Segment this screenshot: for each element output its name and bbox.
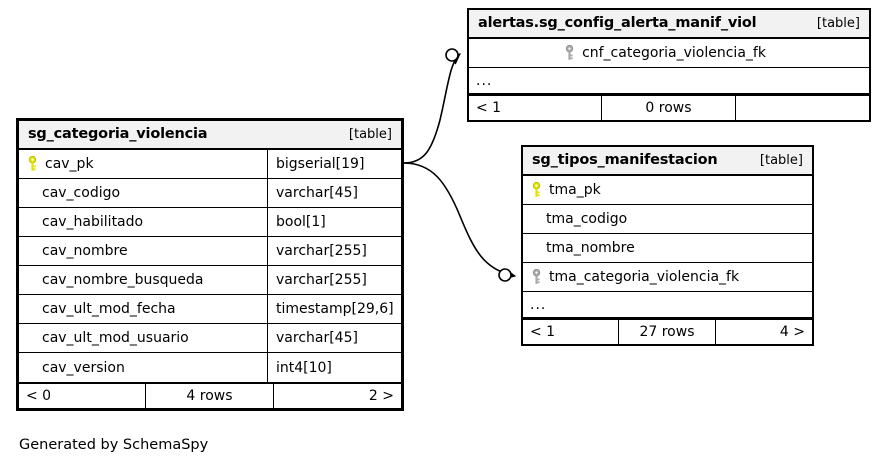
table-row[interactable]: tma_categoria_violencia_fk bbox=[523, 263, 812, 292]
table-title: alertas.sg_config_alerta_manif_viol bbox=[478, 15, 757, 31]
column-type-label: varchar[255] bbox=[267, 237, 401, 265]
column-name-label: tma_codigo bbox=[546, 211, 628, 227]
column-name-label: cnf_categoria_violencia_fk bbox=[582, 45, 766, 61]
pager-prev-button[interactable]: < 0 bbox=[19, 384, 147, 408]
foreign-key-icon bbox=[531, 268, 542, 285]
column-name-label: cav_codigo bbox=[42, 185, 121, 201]
more-columns-indicator: ... bbox=[523, 292, 812, 318]
table-row[interactable]: cav_codigo varchar[45] bbox=[19, 179, 401, 208]
table-row[interactable]: tma_nombre bbox=[523, 234, 812, 263]
table-row[interactable]: cav_ult_mod_fecha timestamp[29,6] bbox=[19, 295, 401, 324]
column-list: cav_pk bigserial[19] cav_codigo varchar[… bbox=[19, 150, 401, 382]
column-name-cell: cnf_categoria_violencia_fk bbox=[469, 39, 869, 67]
pager-next-button[interactable] bbox=[736, 96, 869, 120]
column-name-label: cav_nombre_busqueda bbox=[42, 272, 204, 288]
table-row[interactable]: cav_habilitado bool[1] bbox=[19, 208, 401, 237]
column-name-cell: cav_ult_mod_fecha bbox=[19, 295, 267, 323]
column-name-cell: cav_pk bbox=[19, 150, 267, 178]
row-count-label: 27 rows bbox=[619, 320, 716, 344]
table-header-sg-categoria-violencia: sg_categoria_violencia [table] bbox=[19, 121, 401, 150]
column-name-label: cav_ult_mod_fecha bbox=[42, 301, 176, 317]
table-row[interactable]: cav_nombre varchar[255] bbox=[19, 237, 401, 266]
diagram-caption: Generated by SchemaSpy bbox=[19, 437, 209, 453]
column-list: tma_pk tma_codigo tma_nombre bbox=[523, 176, 812, 318]
row-count-label: 0 rows bbox=[602, 96, 736, 120]
column-name-cell: tma_pk bbox=[523, 176, 812, 204]
column-name-label: cav_pk bbox=[45, 156, 94, 172]
column-name-cell: cav_nombre bbox=[19, 237, 267, 265]
table-title: sg_tipos_manifestacion bbox=[532, 152, 718, 168]
column-name-label: cav_nombre bbox=[42, 243, 128, 259]
column-name-cell: cav_codigo bbox=[19, 179, 267, 207]
table-type-tag: [table] bbox=[348, 126, 392, 142]
column-type-label: timestamp[29,6] bbox=[267, 295, 401, 323]
table-type-tag: [table] bbox=[816, 15, 860, 31]
foreign-key-icon bbox=[564, 44, 575, 61]
table-row[interactable]: tma_pk bbox=[523, 176, 812, 205]
table-row[interactable]: cnf_categoria_violencia_fk bbox=[469, 39, 869, 68]
table-row[interactable]: tma_codigo bbox=[523, 205, 812, 234]
table-header-alertas-sg-config-alerta-manif-viol: alertas.sg_config_alerta_manif_viol [tab… bbox=[469, 10, 869, 39]
table-node-sg-tipos-manifestacion[interactable]: sg_tipos_manifestacion [table] tm bbox=[521, 145, 814, 346]
column-name-cell: tma_categoria_violencia_fk bbox=[523, 263, 812, 291]
table-footer-pager: < 1 0 rows bbox=[469, 94, 869, 120]
pager-next-button[interactable]: 4 > bbox=[779, 324, 805, 340]
row-count-label: 4 rows bbox=[146, 384, 274, 408]
pager-next-button[interactable]: 2 > bbox=[368, 388, 394, 404]
primary-key-icon bbox=[531, 181, 542, 198]
table-row[interactable]: cav_ult_mod_usuario varchar[45] bbox=[19, 324, 401, 353]
column-list: cnf_categoria_violencia_fk ... bbox=[469, 39, 869, 94]
table-type-tag: [table] bbox=[759, 152, 803, 168]
table-node-sg-categoria-violencia[interactable]: sg_categoria_violencia [table] ca bbox=[16, 118, 404, 411]
column-type-label: bool[1] bbox=[267, 208, 401, 236]
column-type-label: varchar[255] bbox=[267, 266, 401, 294]
relationship-edge-config-alerta-manif-viol bbox=[403, 48, 461, 164]
table-footer-pager: < 0 4 rows 2 > bbox=[19, 382, 401, 408]
column-name-cell: tma_codigo bbox=[523, 205, 812, 233]
column-name-label: cav_version bbox=[42, 359, 125, 376]
column-name-cell: cav_nombre_busqueda bbox=[19, 266, 267, 294]
column-name-label: tma_nombre bbox=[546, 240, 635, 256]
column-type-label: bigserial[19] bbox=[267, 150, 401, 178]
table-node-alertas-sg-config-alerta-manif-viol[interactable]: alertas.sg_config_alerta_manif_viol [tab… bbox=[467, 8, 871, 122]
column-name-cell: cav_habilitado bbox=[19, 208, 267, 236]
column-name-label: tma_pk bbox=[549, 182, 601, 198]
column-type-label: varchar[45] bbox=[267, 179, 401, 207]
more-columns-indicator: ... bbox=[469, 68, 869, 94]
relationship-edge-tipos-manifestacion bbox=[403, 162, 517, 282]
table-row[interactable]: cav_version int4[10] bbox=[19, 353, 401, 382]
table-row[interactable]: cav_pk bigserial[19] bbox=[19, 150, 401, 179]
table-title: sg_categoria_violencia bbox=[28, 126, 208, 142]
table-header-sg-tipos-manifestacion: sg_tipos_manifestacion [table] bbox=[523, 147, 812, 176]
column-name-label: tma_categoria_violencia_fk bbox=[549, 269, 740, 285]
column-name-cell: tma_nombre bbox=[523, 234, 812, 262]
table-footer-pager: < 1 27 rows 4 > bbox=[523, 318, 812, 344]
column-name-label: cav_habilitado bbox=[42, 214, 144, 230]
column-name-label: cav_ult_mod_usuario bbox=[42, 330, 189, 346]
pager-prev-button[interactable]: < 1 bbox=[523, 320, 620, 344]
column-type-label: varchar[45] bbox=[267, 324, 401, 352]
primary-key-icon bbox=[27, 155, 38, 172]
table-row[interactable]: cav_nombre_busqueda varchar[255] bbox=[19, 266, 401, 295]
pager-prev-button[interactable]: < 1 bbox=[469, 96, 603, 120]
column-name-cell: cav_ult_mod_usuario bbox=[19, 324, 267, 352]
column-type-label: int4[10] bbox=[267, 353, 401, 382]
column-name-cell: cav_version bbox=[19, 353, 267, 382]
